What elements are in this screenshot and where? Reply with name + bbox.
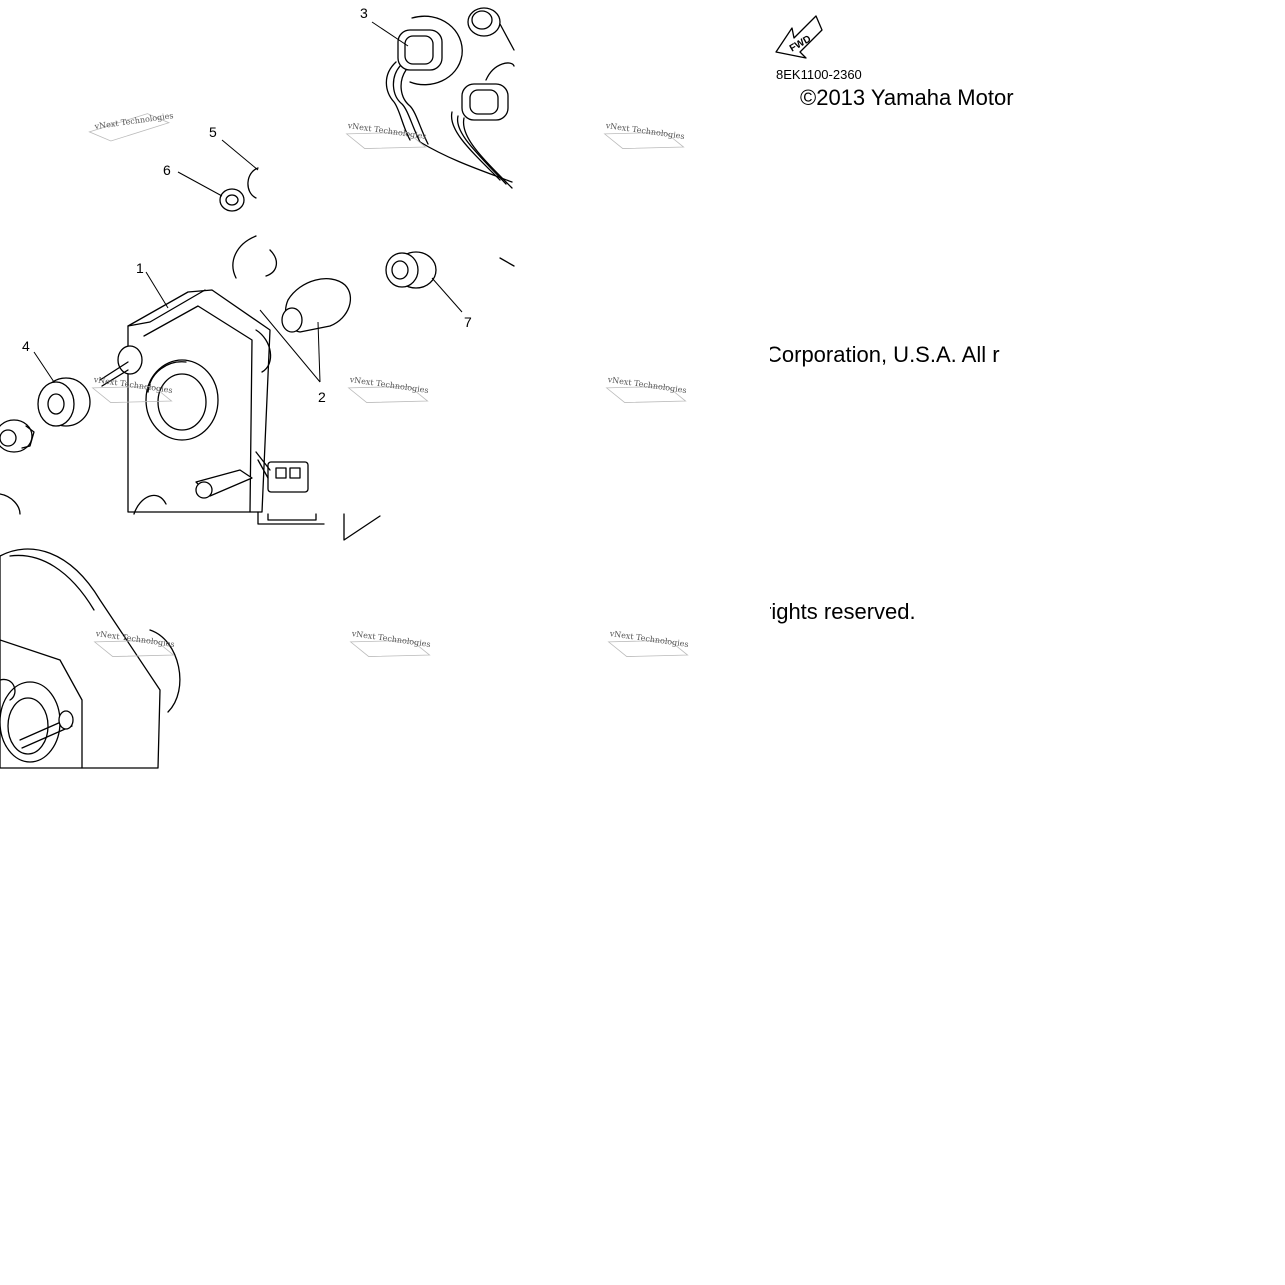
watermark: vNext Technologies: [608, 629, 689, 649]
watermark: vNext Technologies: [348, 375, 429, 395]
watermark: vNext Technologies: [93, 111, 174, 131]
part-code: 8EK1100-2360: [776, 67, 862, 82]
watermark: vNext Technologies: [606, 375, 687, 395]
diagram-tile-upper: 3 5 6 1 7 2 4: [0, 5, 515, 515]
washer-5: [247, 167, 259, 199]
diagram-tile-lower: [0, 548, 181, 769]
copyright-line-2: Corporation, U.S.A. All r: [766, 342, 1000, 367]
copyright-line-1: ©2013 Yamaha Motor: [800, 85, 1014, 110]
grommet-7: [385, 251, 437, 289]
collar: [0, 419, 35, 453]
nut-6: [219, 188, 245, 212]
socket-right: [419, 62, 515, 189]
fwd-arrow-icon: FWD: [775, 15, 823, 59]
callout-5: 5: [209, 124, 217, 140]
grommet-4: [37, 377, 91, 427]
bulb-2: [281, 278, 352, 333]
watermark: vNext Technologies: [350, 629, 431, 649]
callout-1: 1: [136, 260, 144, 276]
callout-2: 2: [318, 389, 326, 405]
callout-6: 6: [163, 162, 171, 178]
watermark: vNext Technologies: [346, 121, 427, 141]
callout-4: 4: [22, 338, 30, 354]
callout-7: 7: [464, 314, 472, 330]
grommet-top: [467, 7, 515, 51]
watermark: vNext Technologies: [604, 121, 685, 141]
housing-1: [99, 289, 309, 513]
callout-3: 3: [360, 5, 368, 21]
copyright-line-3: rights reserved.: [764, 599, 916, 624]
socket-3: [385, 15, 463, 145]
diagram-tile-middle: [257, 511, 381, 541]
